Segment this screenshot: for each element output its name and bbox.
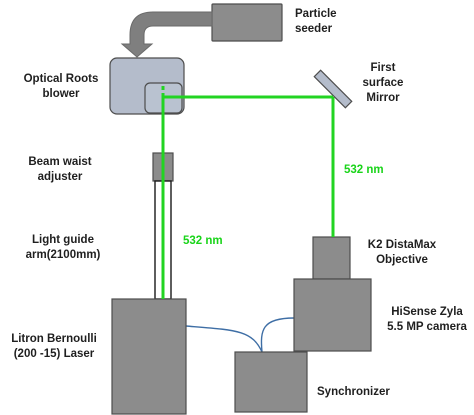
mirror-label: First surface Mirror xyxy=(362,62,404,104)
k2-objective xyxy=(312,236,351,280)
wavelength-label-vertical: 532 nm xyxy=(183,235,223,247)
synchronizer-label: Synchronizer xyxy=(317,386,390,398)
light-guide-label: Light guide arm(2100mm) xyxy=(25,234,101,261)
wavelength-label-arm: 532 nm xyxy=(344,164,384,176)
cable-laser-synchronizer xyxy=(185,325,263,353)
particle-seeder xyxy=(211,3,283,42)
camera-label: HiSense Zyla 5.5 MP camera xyxy=(387,306,467,333)
beam-waist-label: Beam waist adjuster xyxy=(28,156,92,183)
laser-label: Litron Bernoulli (200 -15) Laser xyxy=(11,333,97,360)
blower-label: Optical Roots blower xyxy=(23,73,99,100)
particle-seeder-label: Particle seeder xyxy=(295,8,337,35)
cable-camera-synchronizer xyxy=(260,317,295,353)
seeder-arrow xyxy=(120,11,213,58)
first-surface-mirror xyxy=(313,69,353,109)
zyla-camera xyxy=(293,278,372,352)
litron-laser xyxy=(111,298,187,415)
objective-label: K2 DistaMax Objective xyxy=(367,239,437,266)
synchronizer-box xyxy=(234,351,308,413)
